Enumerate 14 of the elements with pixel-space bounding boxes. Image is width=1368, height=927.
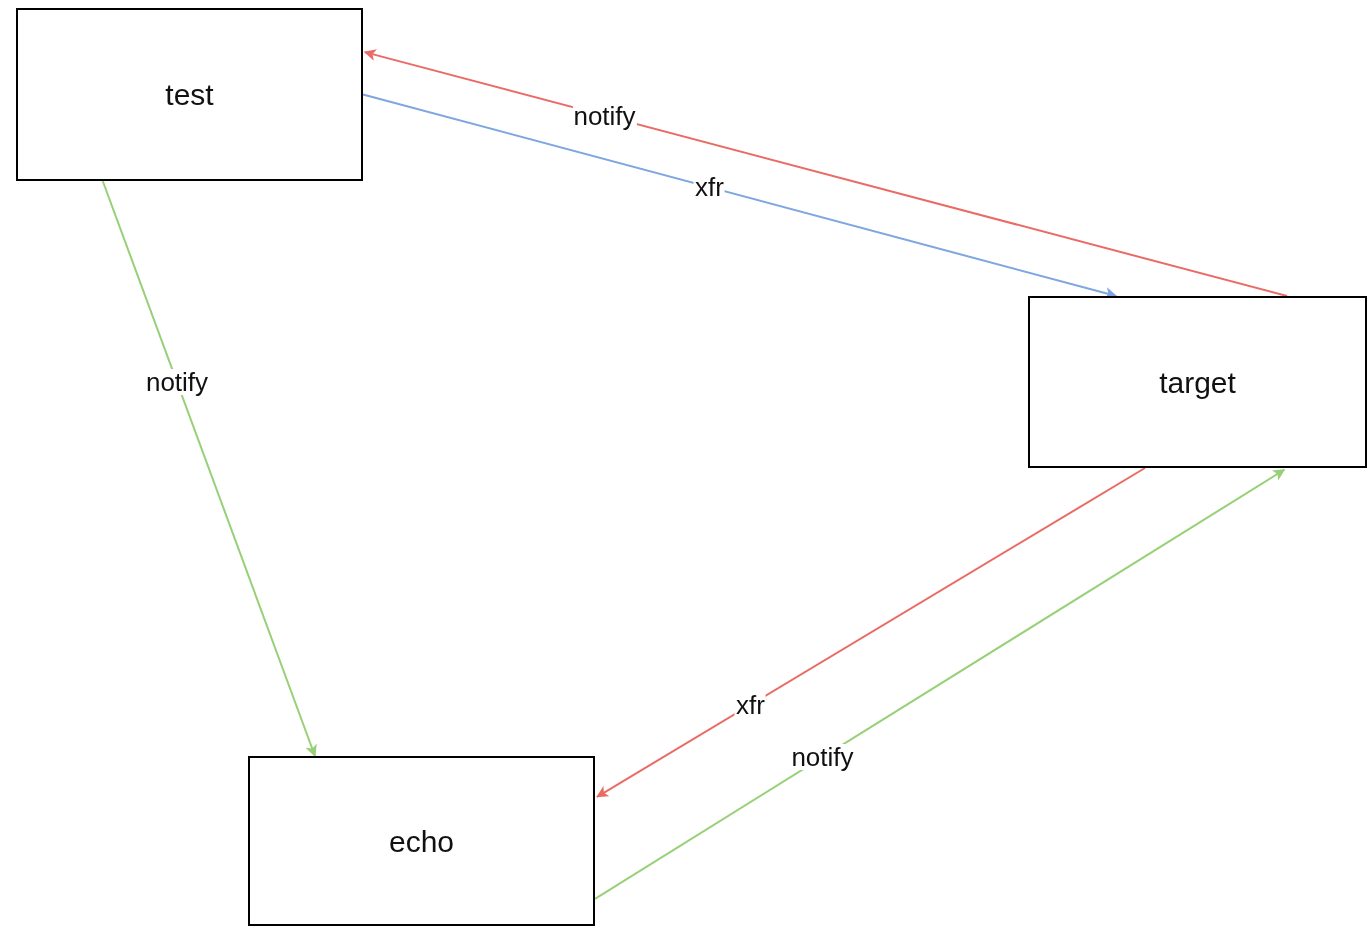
arrow [596, 467, 1146, 798]
edge-label: notify [790, 744, 855, 771]
arrow [363, 49, 1288, 297]
edge-label: xfr [735, 691, 766, 718]
arrow [362, 93, 1118, 299]
arrow [101, 180, 317, 757]
box-label: echo [388, 823, 455, 860]
process-box [16, 8, 363, 181]
box-label: test [165, 77, 214, 113]
process-box [248, 756, 595, 926]
edge-label: notify [144, 369, 210, 396]
box-label: target [1159, 364, 1236, 401]
process-box [1028, 296, 1367, 468]
arrow [594, 468, 1286, 900]
